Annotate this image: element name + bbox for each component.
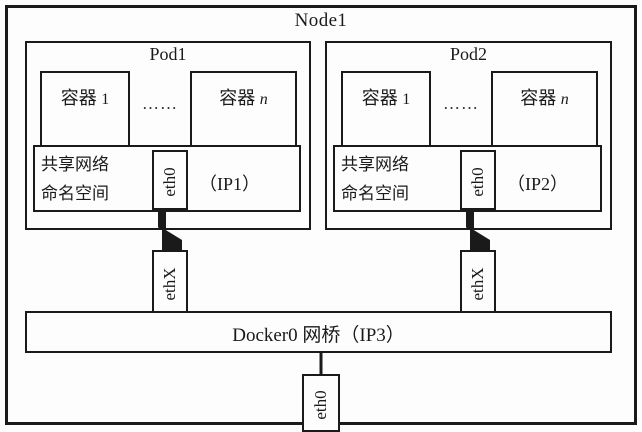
pod2-ns-line1: 共享网络 xyxy=(341,155,409,174)
pod2-container-ellipsis: …… xyxy=(443,94,479,113)
host-eth0-box xyxy=(302,374,340,432)
pod1-container-1-label: 容器 1 xyxy=(40,84,130,110)
pod1-container-1-prefix: 容器 xyxy=(60,88,97,108)
pod1-to-ethx-double-arrow xyxy=(158,208,182,252)
pod1-container-ellipsis: …… xyxy=(142,94,178,113)
pod1-container-n-box xyxy=(190,71,297,150)
pod1-container-n-prefix: 容器 xyxy=(219,88,256,108)
pod1-shared-network-namespace-label: 共享网络 命名空间 xyxy=(41,150,147,208)
pod2-container-1-index: 1 xyxy=(402,91,411,108)
pod2-title: Pod2 xyxy=(449,44,487,64)
bridge-to-host-eth0-line xyxy=(319,353,323,375)
pod1-title: Pod1 xyxy=(149,44,187,64)
pod1-ns-line1: 共享网络 xyxy=(41,155,109,174)
pod2-to-ethx-double-arrow xyxy=(466,208,490,252)
pod1-container-1-box xyxy=(40,71,130,150)
pod2-container-n-index: n xyxy=(560,91,569,108)
pod2-container-1-box xyxy=(341,71,431,150)
docker0-bridge-label: Docker0 网桥（IP3） xyxy=(232,325,405,346)
node-title: Node1 xyxy=(294,10,348,31)
host-eth0-label: eth0 xyxy=(311,390,330,420)
pod2-eth0-box xyxy=(460,150,496,210)
pod1-ns-line2: 命名空间 xyxy=(41,184,109,203)
pod2-ns-line2: 命名空间 xyxy=(341,184,409,203)
pod1-container-n-index: n xyxy=(259,91,268,108)
pod2-container-n-prefix: 容器 xyxy=(520,88,557,108)
pod2-container-n-label: 容器 n xyxy=(491,84,598,110)
pod1-container-1-index: 1 xyxy=(101,91,110,108)
pod1-container-n-label: 容器 n xyxy=(190,84,297,110)
pod2-ip-label: （IP2） xyxy=(507,174,569,194)
pod2-container-1-prefix: 容器 xyxy=(361,88,398,108)
pod1-eth0-box xyxy=(152,150,188,210)
pod1-ip-label: （IP1） xyxy=(199,174,261,194)
pod2-shared-network-namespace-label: 共享网络 命名空间 xyxy=(341,150,447,208)
docker0-bridge-box xyxy=(25,311,612,353)
pod2-container-1-label: 容器 1 xyxy=(341,84,431,110)
pod2-container-n-box xyxy=(491,71,598,150)
